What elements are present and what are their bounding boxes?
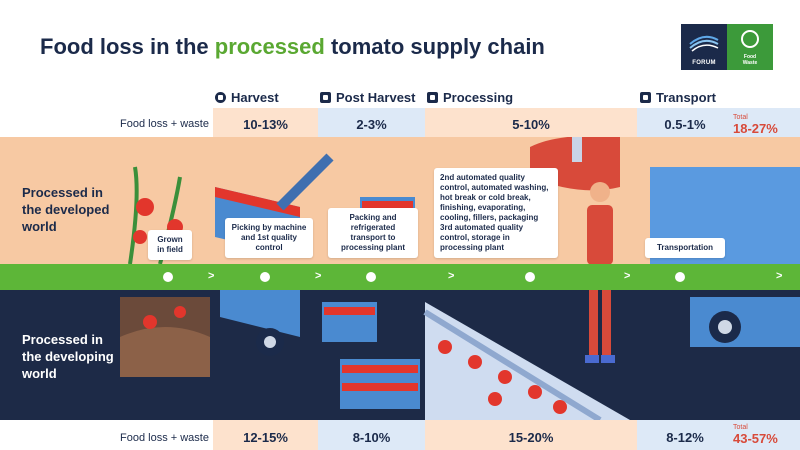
postharvest-developing-loss: 8-10% xyxy=(352,430,391,445)
chain-dot-post-harvest xyxy=(366,272,376,282)
chain-dot-harvest xyxy=(260,272,270,282)
stage-post-harvest: Post Harvest xyxy=(320,90,415,105)
page-title: Food loss in the processed tomato supply… xyxy=(40,34,545,60)
loss-row-label-top: Food loss + waste xyxy=(120,118,209,130)
title-after: tomato supply chain xyxy=(324,34,545,59)
title-highlight: processed xyxy=(214,34,325,59)
food-waste-logo: Food Waste xyxy=(727,24,773,70)
region-developed-label: Processed in the developed world xyxy=(22,185,110,234)
chain-chevron-1: > xyxy=(208,270,215,282)
forum-logo-text: FORUM xyxy=(692,60,716,66)
food-waste-logo-text: Food Waste xyxy=(742,54,758,66)
forum-globe-icon xyxy=(689,35,719,52)
check-circle-icon xyxy=(215,92,226,103)
title-before: Food loss in the xyxy=(40,34,215,59)
callout-harvest: Picking by machine and 1st quality contr… xyxy=(225,218,313,258)
truck-icon xyxy=(640,92,651,103)
processing-developing-loss: 15-20% xyxy=(508,430,554,445)
callout-processing: 2nd automated quality control, automated… xyxy=(434,168,558,258)
transport-developed-loss: 0.5-1% xyxy=(664,117,706,132)
person-icon xyxy=(741,30,759,48)
postharvest-developed-loss: 2-3% xyxy=(356,117,387,132)
factory-icon xyxy=(427,92,438,103)
chain-chevron-2: > xyxy=(315,270,322,282)
total-developing: 43-57% xyxy=(733,431,778,446)
loss-row-label-bottom: Food loss + waste xyxy=(120,432,209,444)
callout-transport: Transportation xyxy=(645,238,725,258)
forum-logo: FORUM xyxy=(681,24,727,70)
callout-post-harvest: Packing and refrigerated transport to pr… xyxy=(328,208,418,258)
total-label-top: Total xyxy=(733,114,748,121)
region-developing-label: Processed in the developing world xyxy=(22,332,114,381)
transport-developing-loss: 8-12% xyxy=(666,430,704,445)
processing-developed-loss: 5-10% xyxy=(512,117,550,132)
supply-chain-band xyxy=(0,264,800,290)
harvest-developed-loss: 10-13% xyxy=(243,117,288,132)
chain-chevron-3: > xyxy=(448,270,455,282)
chain-dot-transport xyxy=(675,272,685,282)
stage-transport: Transport xyxy=(640,90,716,105)
box-icon xyxy=(320,92,331,103)
stage-processing: Processing xyxy=(427,90,513,105)
total-label-bottom: Total xyxy=(733,424,748,431)
stage-harvest: Harvest xyxy=(215,90,279,105)
chain-chevron-4: > xyxy=(624,270,631,282)
chain-dot-processing xyxy=(525,272,535,282)
harvest-developing-loss: 12-15% xyxy=(243,430,288,445)
chain-chevron-5: > xyxy=(776,270,783,282)
chain-dot-field xyxy=(163,272,173,282)
callout-grown-in-field: Grown in field xyxy=(148,230,192,260)
total-developed: 18-27% xyxy=(733,121,778,136)
